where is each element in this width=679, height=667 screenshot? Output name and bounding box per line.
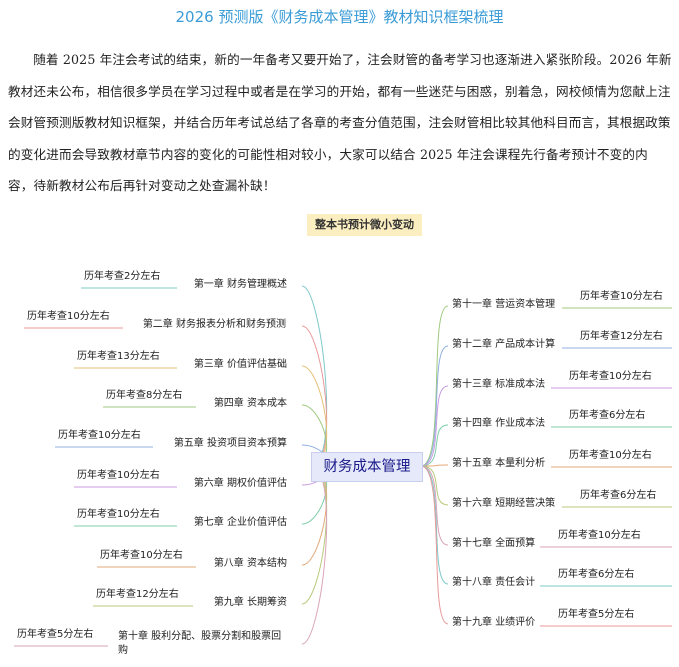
connector-right-2 xyxy=(420,345,449,467)
chapter-right-2: 第十二章 产品成本计算 xyxy=(452,339,556,350)
chapter-left-10: 第十章 股利分配、股票分割和股票回购 xyxy=(118,631,282,656)
chapter-left-5: 第五章 投资项目资本预算 xyxy=(173,438,287,449)
chapter-left-3: 第三章 价值评估基础 xyxy=(193,359,287,370)
chapter-right-5: 第十五章 本量利分析 xyxy=(452,458,546,469)
chapter-left-2: 第二章 财务报表分析和财务预测 xyxy=(142,319,286,330)
score-left-9: 历年考查12分左右 xyxy=(96,589,179,600)
chapter-right-6: 第十六章 短期经营决策 xyxy=(452,498,556,509)
chapter-left-6: 第六章 期权价值评估 xyxy=(193,478,287,489)
chapter-right-9: 第十九章 业绩评价 xyxy=(452,617,536,628)
intro-paragraph: 随着 2025 年注会考试的结束，新的一年备考又要开始了，注会财管的备考学习也逐… xyxy=(8,52,672,193)
score-right-6: 历年考查6分左右 xyxy=(580,490,657,501)
connector-left-9 xyxy=(301,465,328,605)
score-left-2: 历年考查10分左右 xyxy=(27,311,110,322)
chapter-left-7: 第七章 企业价值评估 xyxy=(193,517,287,528)
connector-right-6 xyxy=(420,465,449,506)
score-left-7: 历年考查10分左右 xyxy=(77,509,160,520)
score-right-7: 历年考查10分左右 xyxy=(558,530,641,541)
score-right-2: 历年考查12分左右 xyxy=(580,331,663,342)
score-right-4: 历年考查6分左右 xyxy=(569,410,646,421)
chapter-left-4: 第四章 资本成本 xyxy=(213,398,287,409)
chapter-right-3: 第十三章 标准成本法 xyxy=(452,379,546,390)
connector-right-3 xyxy=(420,385,449,467)
chapter-right-4: 第十四章 作业成本法 xyxy=(452,418,546,429)
score-right-9: 历年考查5分左右 xyxy=(558,609,635,620)
score-left-1: 历年考查2分左右 xyxy=(84,271,161,282)
page-title: 2026 预测版《财务成本管理》教材知识框架梳理 xyxy=(175,8,504,26)
score-left-4: 历年考查8分左右 xyxy=(106,390,183,401)
score-left-10: 历年考查5分左右 xyxy=(17,629,94,640)
score-right-5: 历年考查10分左右 xyxy=(569,450,652,461)
chapter-right-1: 第十一章 营运资本管理 xyxy=(452,299,556,310)
mindmap-root: 财务成本管理 xyxy=(311,452,423,482)
score-left-8: 历年考查10分左右 xyxy=(100,550,183,561)
connector-right-7 xyxy=(420,465,449,546)
chapter-right-8: 第十八章 责任会计 xyxy=(452,577,536,588)
score-left-5: 历年考查10分左右 xyxy=(58,430,141,441)
chapter-left-8: 第八章 资本结构 xyxy=(213,558,287,569)
score-right-3: 历年考查10分左右 xyxy=(569,371,652,382)
change-badge: 整本书预计微小变动 xyxy=(307,214,422,236)
connector-right-9 xyxy=(420,465,449,625)
connector-right-5 xyxy=(420,464,449,467)
score-left-3: 历年考查13分左右 xyxy=(77,351,160,362)
chapter-left-1: 第一章 财务管理概述 xyxy=(193,279,287,290)
chapter-left-9: 第九章 长期筹资 xyxy=(213,597,287,608)
score-left-6: 历年考查10分左右 xyxy=(77,470,160,481)
score-right-1: 历年考查10分左右 xyxy=(580,291,663,302)
connector-right-1 xyxy=(420,305,449,467)
connector-right-4 xyxy=(420,424,449,467)
chapter-right-7: 第十七章 全面预算 xyxy=(452,538,536,549)
score-right-8: 历年考查6分左右 xyxy=(558,569,635,580)
